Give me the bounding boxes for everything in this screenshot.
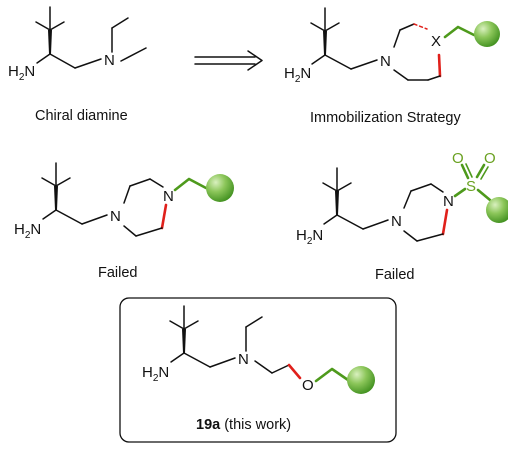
amine-label: H2N: [8, 63, 35, 83]
atom-n: N: [391, 213, 402, 230]
caption-19a: 19a (this work): [196, 417, 291, 433]
molecule-chiral-diamine: N H2N Chiral diamine: [8, 6, 147, 124]
atom-n: N: [238, 351, 249, 368]
amine-label: H2N: [14, 221, 41, 241]
amine-label: H2N: [142, 364, 169, 384]
highlight-box-19a: N O H2N 19a (this work): [119, 297, 397, 443]
atom-n: N: [104, 52, 115, 69]
wedge-bond: [48, 30, 52, 54]
solid-support-sphere: [486, 197, 508, 223]
atom-o: O: [452, 150, 464, 167]
atom-x: X: [431, 33, 441, 50]
atom-n: N: [443, 193, 454, 210]
atom-o: O: [302, 377, 314, 394]
atom-n: N: [110, 208, 121, 225]
atom-n: N: [380, 53, 391, 70]
molecule-failed-2: N N S O O H2N Failed: [296, 150, 508, 283]
molecule-failed-1: N N H2N Failed: [14, 162, 234, 281]
solid-support-sphere: [206, 174, 234, 202]
atom-s: S: [466, 178, 476, 195]
atom-o: O: [484, 150, 496, 167]
solid-support-sphere: [347, 366, 375, 394]
caption-failed-1: Failed: [98, 265, 138, 281]
caption-chiral-diamine: Chiral diamine: [35, 108, 128, 124]
amine-label: H2N: [296, 227, 323, 247]
retro-arrow: [194, 50, 263, 71]
solid-support-sphere: [474, 21, 500, 47]
caption-strategy: Immobilization Strategy: [310, 110, 461, 126]
amine-label: H2N: [284, 65, 311, 85]
molecule-strategy: N X H2N Immobilization Strategy: [284, 7, 500, 126]
caption-failed-2: Failed: [375, 267, 415, 283]
highlight-box: [119, 297, 397, 443]
atom-n: N: [163, 188, 174, 205]
